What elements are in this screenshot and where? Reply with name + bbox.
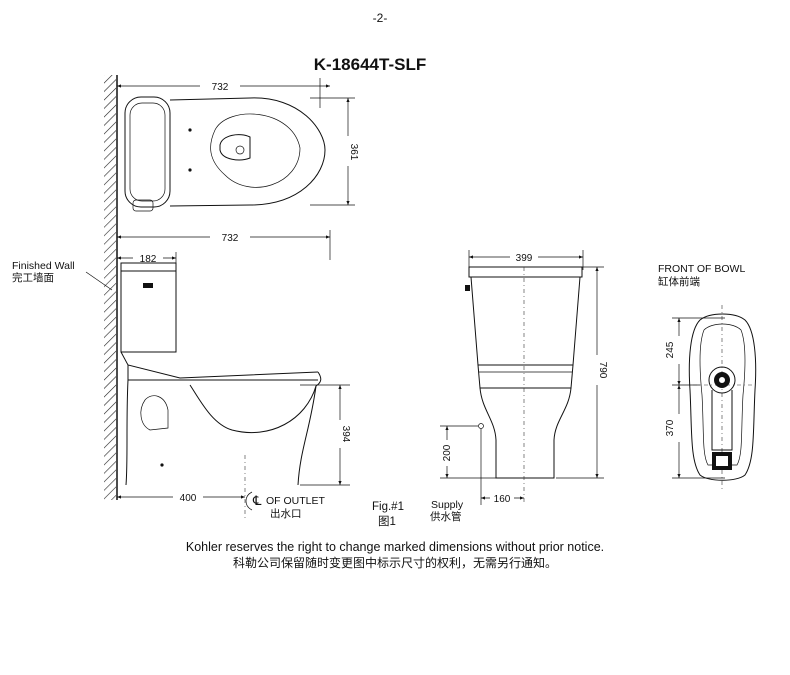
centerline-symbol: ℄ xyxy=(252,493,262,508)
front-dim-width: 399 xyxy=(516,253,533,264)
model-title: K-18644T-SLF xyxy=(314,55,426,74)
side-dim-length: 732 xyxy=(222,233,239,244)
side-dim-outlet: 400 xyxy=(180,493,197,504)
bowl-view: FRONT OF BOWL 缸体前端 245 370 xyxy=(658,263,757,490)
top-view: 732 361 xyxy=(117,78,359,212)
bowl-view-title: FRONT OF BOWL xyxy=(658,263,745,275)
outlet-label-zh: 出水口 xyxy=(270,507,302,520)
side-dim-rim-height: 394 xyxy=(340,426,351,443)
notice-zh: 科勒公司保留随时变更图中标示尺寸的权利，无需另行通知。 xyxy=(233,555,557,570)
bowl-dim-lower: 370 xyxy=(665,419,676,436)
bowl-view-title-zh: 缸体前端 xyxy=(658,275,700,288)
top-dim-length: 732 xyxy=(212,82,229,93)
supply-label: Supply xyxy=(431,499,464,511)
page-number: -2- xyxy=(373,11,388,25)
front-dim-supply-height: 200 xyxy=(442,444,453,461)
side-view: 732 182 394 400 Finished Wall 完工墙面 ℄ OF … xyxy=(12,230,404,528)
outlet-label: OF OUTLET xyxy=(266,495,326,507)
front-dim-height: 790 xyxy=(597,362,608,379)
front-view: 399 790 200 160 Supply 供水管 xyxy=(430,250,608,523)
figure-label-zh: 图1 xyxy=(378,515,396,528)
finished-wall-label-zh: 完工墙面 xyxy=(12,271,54,284)
top-dim-depth: 361 xyxy=(348,144,359,161)
front-dim-supply-offset: 160 xyxy=(494,494,511,505)
side-dim-tank: 182 xyxy=(140,254,157,265)
bowl-dim-upper: 245 xyxy=(665,341,676,358)
finished-wall xyxy=(104,75,118,500)
figure-label: Fig.#1 xyxy=(372,501,404,513)
supply-label-zh: 供水管 xyxy=(430,510,462,523)
finished-wall-label: Finished Wall xyxy=(12,260,75,272)
notice-en: Kohler reserves the right to change mark… xyxy=(186,540,604,554)
